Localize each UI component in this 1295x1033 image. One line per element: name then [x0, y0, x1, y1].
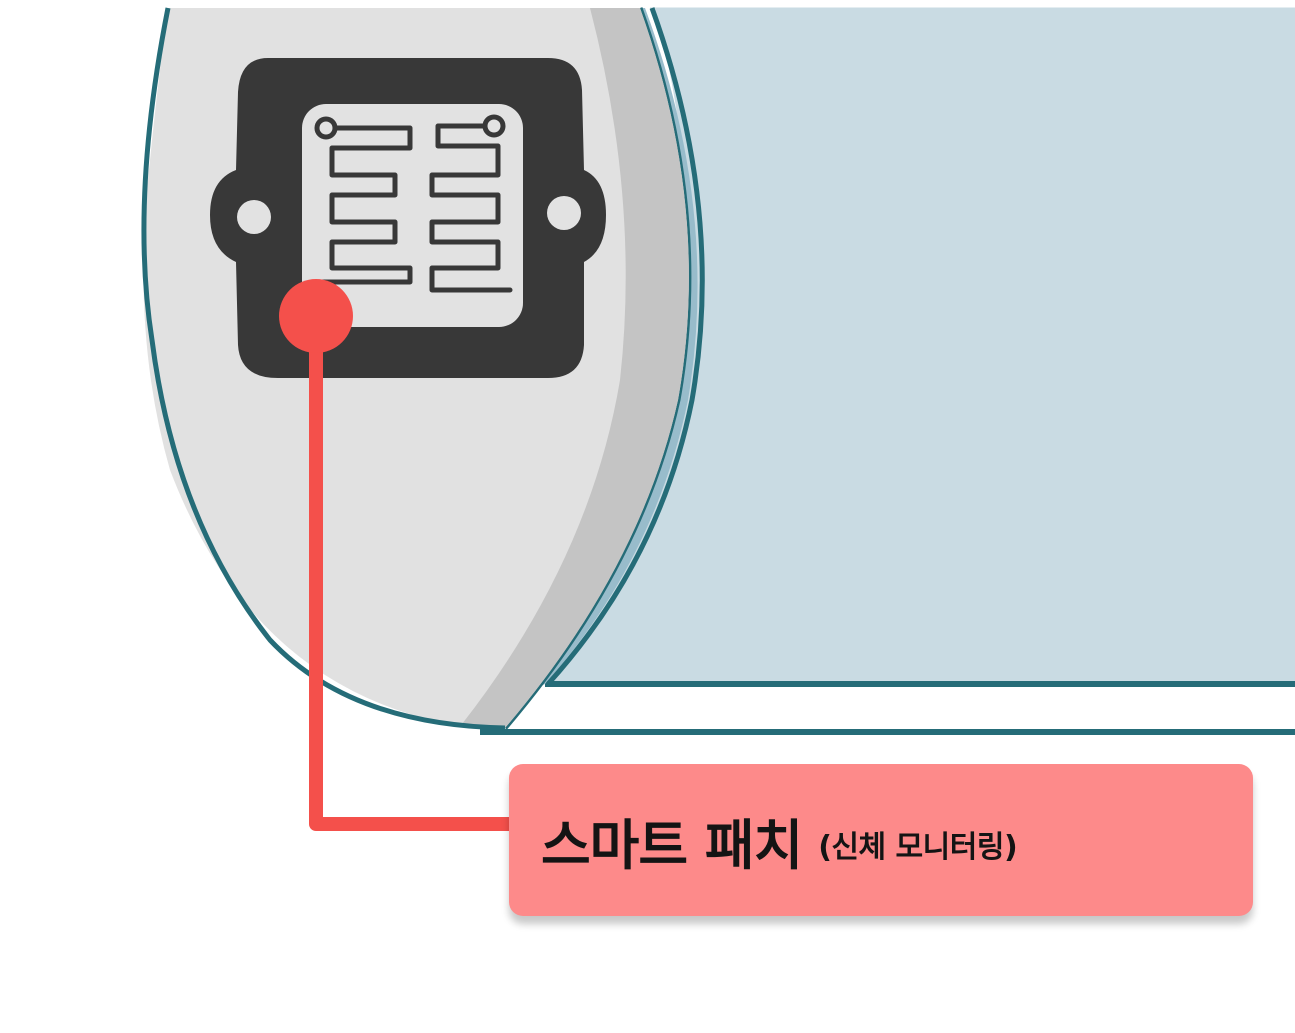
cap-rim-shade [462, 8, 689, 729]
smart-patch-callout: 스마트 패치 (신체 모니터링) [509, 764, 1253, 916]
leader-anchor-dot [279, 279, 353, 353]
tube-body [545, 8, 1295, 686]
callout-leader [279, 279, 512, 831]
patch-mount-hole-right [547, 196, 581, 230]
leader-line [309, 316, 512, 831]
patch-circuit-trace [314, 114, 513, 293]
patch-window [302, 104, 523, 327]
patch-mount-hole-left [237, 200, 271, 234]
sensor-patch-icon [210, 58, 606, 378]
cap-outline [141, 7, 506, 731]
callout-title: 스마트 패치 [541, 813, 803, 877]
tube-rim-outline-outer [546, 7, 705, 686]
callout-subtitle: (신체 모니터링) [818, 830, 1018, 865]
